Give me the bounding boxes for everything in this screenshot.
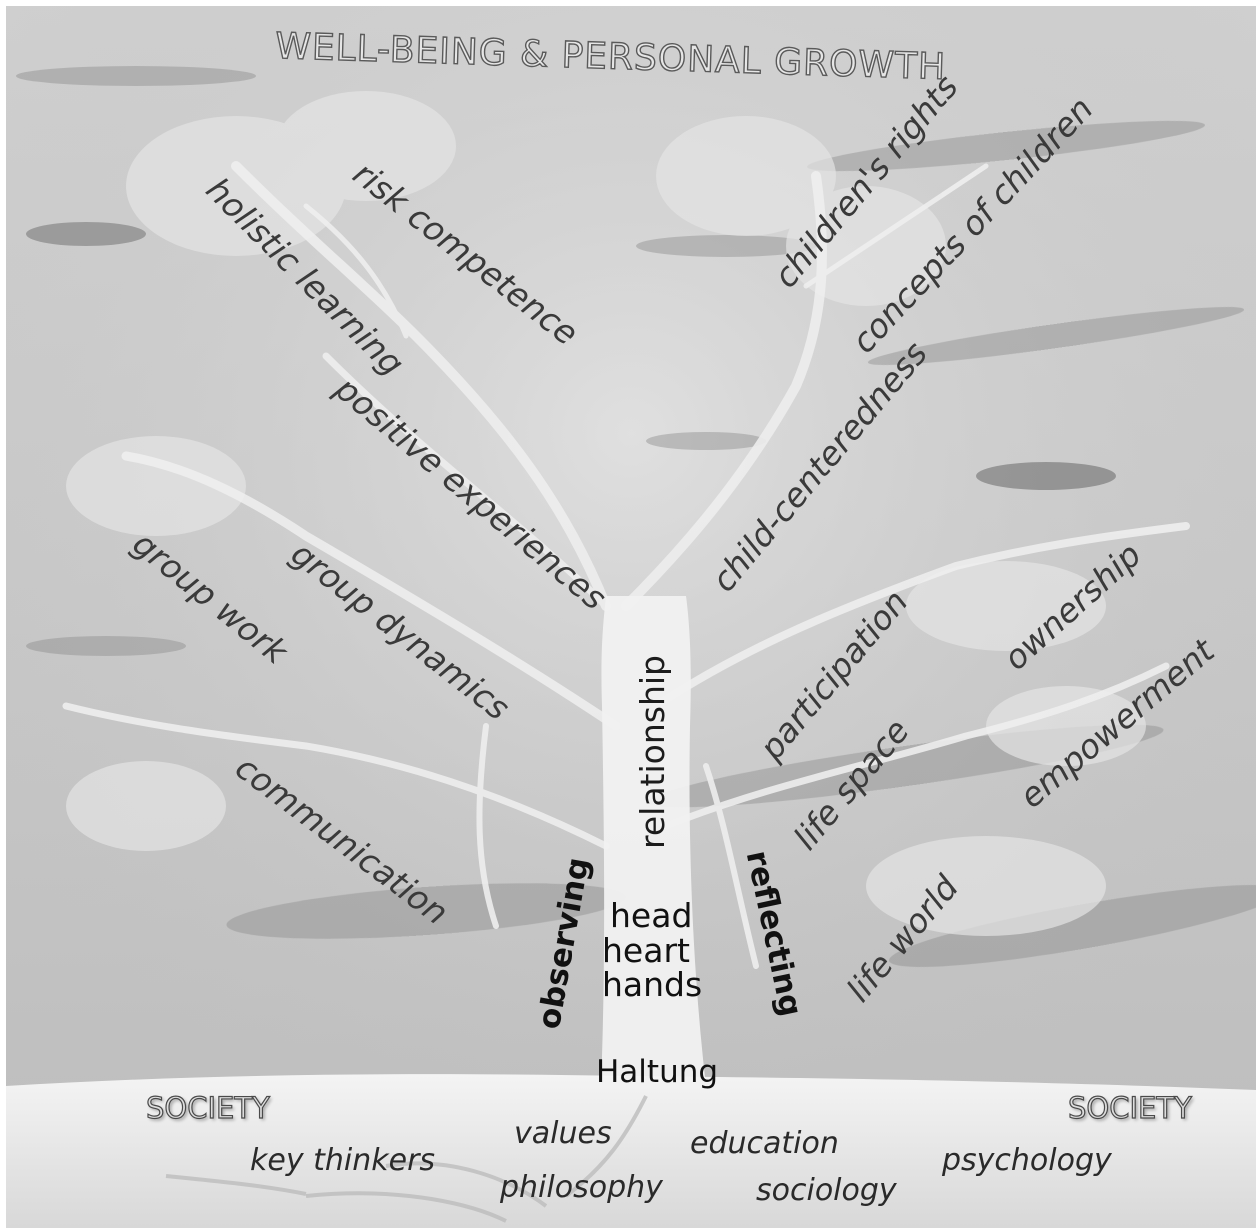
label-key-thinkers: key thinkers: [250, 1146, 435, 1176]
label-relationship: relationship: [636, 655, 669, 849]
label-head: head: [602, 899, 702, 934]
label-haltung: Haltung: [596, 1056, 718, 1089]
label-values: values: [514, 1119, 612, 1149]
label-hands: hands: [602, 968, 702, 1003]
label-society-right: SOCIETY: [1068, 1091, 1192, 1125]
label-sociology: sociology: [756, 1176, 897, 1206]
label-heart: heart: [602, 934, 702, 969]
diagram-canvas: WELL-BEING & PERSONAL GROWTH risk compet…: [6, 6, 1256, 1228]
label-philosophy: philosophy: [500, 1173, 663, 1203]
label-education: education: [690, 1129, 839, 1159]
core-head-heart-hands: head heart hands: [602, 899, 702, 1003]
label-society-left: SOCIETY: [146, 1091, 270, 1125]
label-psychology: psychology: [942, 1146, 1112, 1176]
